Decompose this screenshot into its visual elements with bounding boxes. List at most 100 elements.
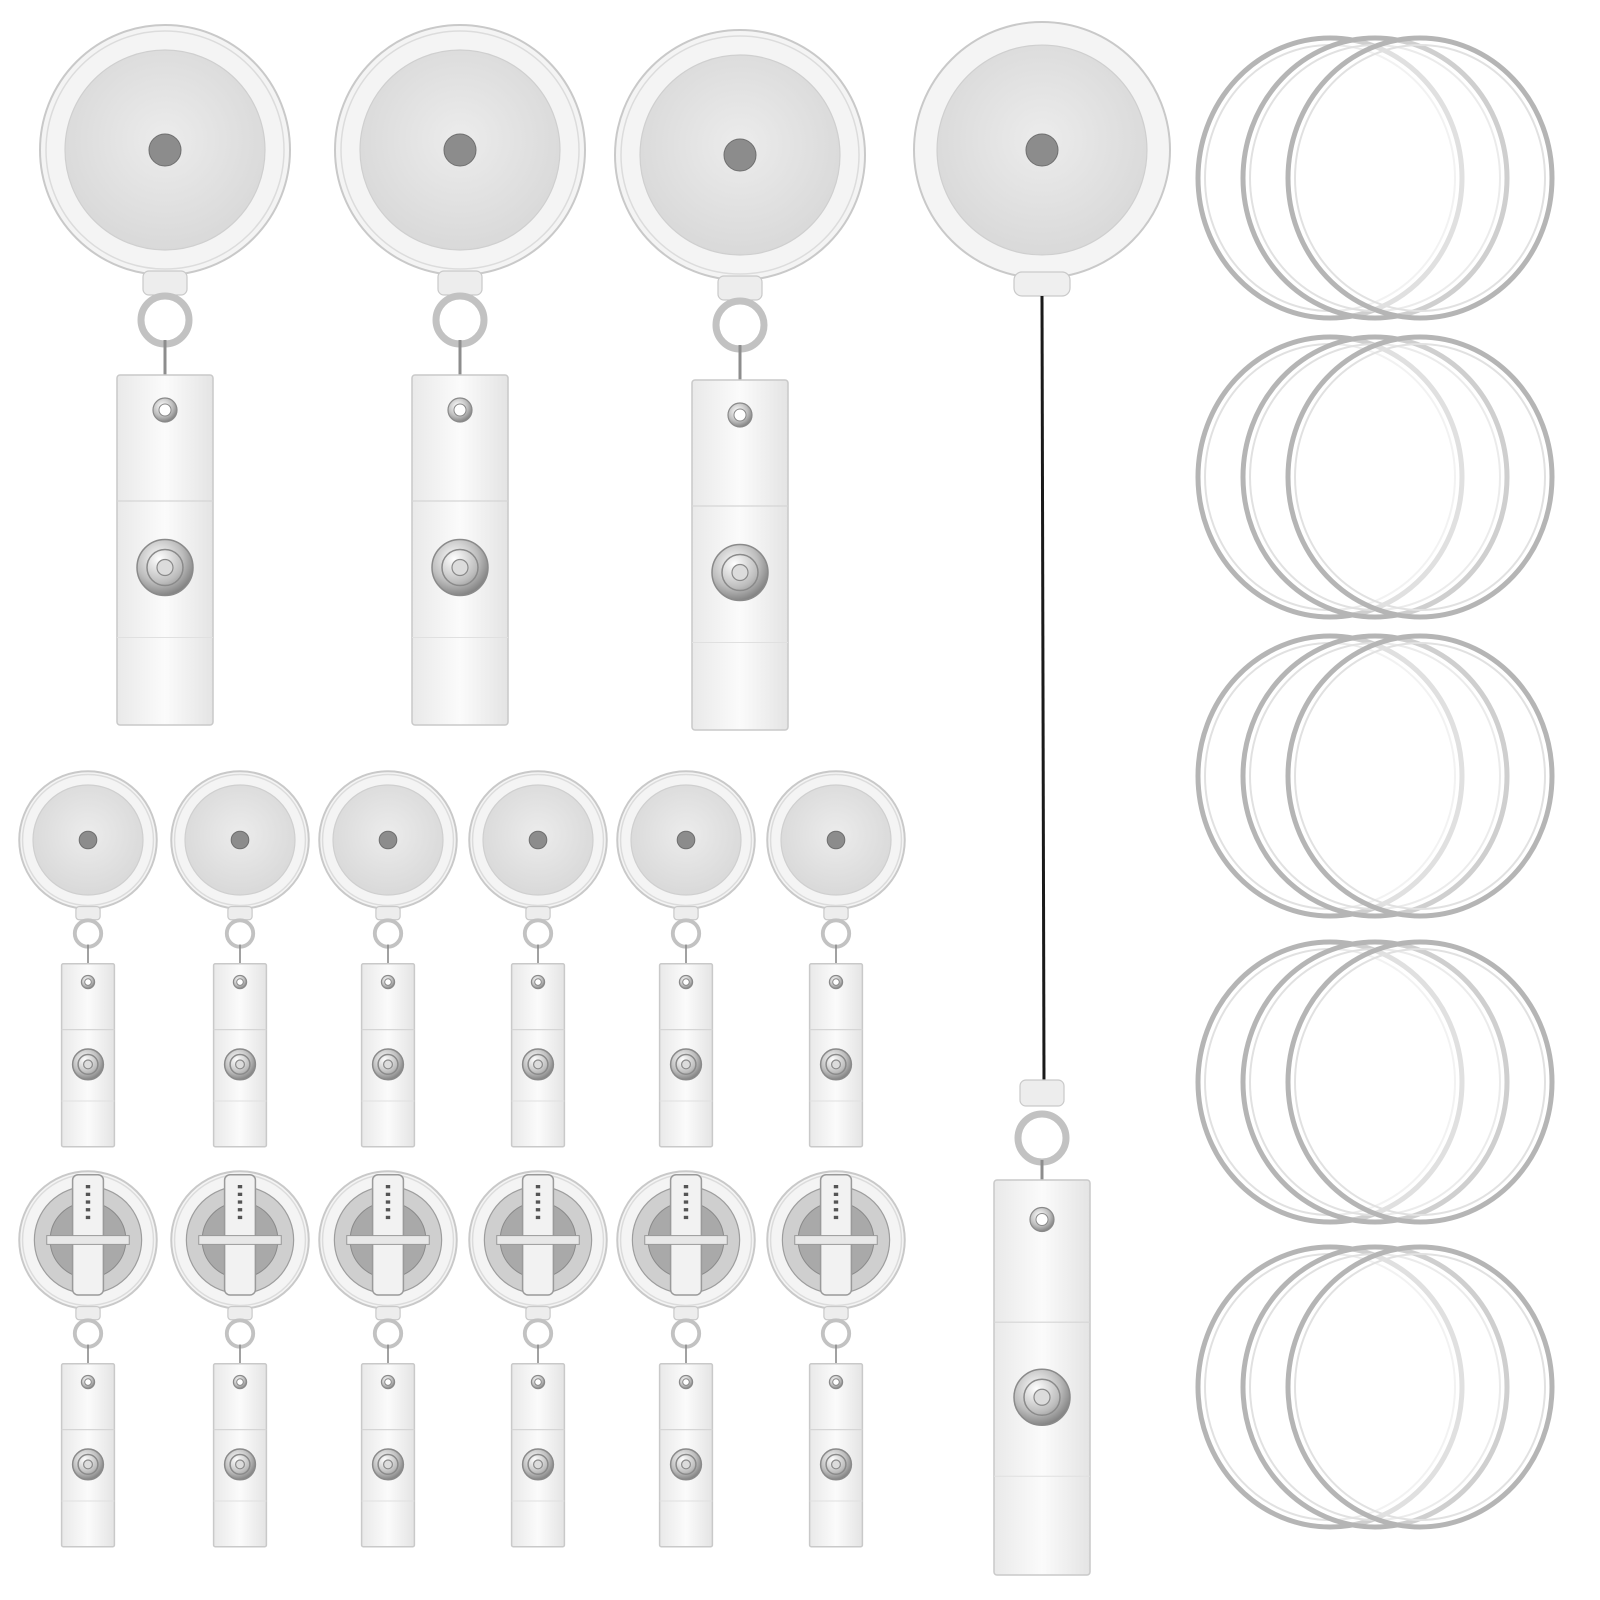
acrylic-disc bbox=[1195, 633, 1465, 919]
reel-center-pin bbox=[148, 133, 182, 167]
clip-strap bbox=[691, 379, 789, 731]
reel-center-pin bbox=[378, 830, 398, 850]
clip-strap bbox=[808, 1363, 864, 1548]
small-badge-reel-front bbox=[468, 770, 608, 1148]
reel-center-pin bbox=[826, 830, 846, 850]
clip-strap bbox=[411, 374, 509, 726]
acrylic-disc-stack bbox=[1195, 633, 1555, 919]
small-badge-reel-back bbox=[170, 1170, 310, 1548]
large-badge-reel bbox=[334, 24, 586, 726]
acrylic-disc-stack bbox=[1195, 334, 1555, 620]
clip-strap bbox=[212, 963, 268, 1148]
reel-center-pin bbox=[676, 830, 696, 850]
acrylic-disc bbox=[1285, 1244, 1555, 1530]
swivel bbox=[823, 905, 849, 921]
small-badge-reel-back bbox=[468, 1170, 608, 1548]
swivel bbox=[227, 1305, 253, 1321]
clip-strap bbox=[116, 374, 214, 726]
acrylic-disc bbox=[1285, 939, 1555, 1225]
swivel-ring bbox=[670, 1318, 702, 1349]
acrylic-disc-stack bbox=[1195, 1244, 1555, 1530]
reel-center-pin bbox=[78, 830, 98, 850]
small-badge-reel-front bbox=[18, 770, 158, 1148]
cord-exit bbox=[1013, 271, 1071, 297]
swivel-ring bbox=[72, 918, 104, 949]
belt-clip bbox=[521, 1173, 555, 1296]
large-badge-reel bbox=[39, 24, 291, 726]
acrylic-disc bbox=[1285, 633, 1555, 919]
belt-clip bbox=[819, 1173, 853, 1296]
large-badge-reel bbox=[614, 29, 866, 731]
clip-strap bbox=[360, 1363, 416, 1548]
swivel bbox=[75, 1305, 101, 1321]
small-badge-reel-back bbox=[318, 1170, 458, 1548]
clip-strap bbox=[510, 1363, 566, 1548]
belt-clip bbox=[669, 1173, 703, 1296]
clip-strap bbox=[808, 963, 864, 1148]
reel-center-pin bbox=[723, 138, 757, 172]
swivel bbox=[673, 1305, 699, 1321]
acrylic-disc bbox=[1195, 1244, 1465, 1530]
small-badge-reel-back bbox=[18, 1170, 158, 1548]
swivel-ring bbox=[522, 1318, 554, 1349]
clip-strap bbox=[658, 963, 714, 1148]
small-badge-reel-front bbox=[318, 770, 458, 1148]
acrylic-disc bbox=[1240, 334, 1510, 620]
clip-strap bbox=[993, 1179, 1091, 1576]
swivel-ring bbox=[372, 918, 404, 949]
swivel bbox=[375, 905, 401, 921]
belt-clip bbox=[371, 1173, 405, 1296]
swivel-ring bbox=[670, 918, 702, 949]
swivel bbox=[673, 905, 699, 921]
acrylic-disc bbox=[1240, 633, 1510, 919]
acrylic-disc bbox=[1195, 35, 1465, 321]
acrylic-disc bbox=[1240, 939, 1510, 1225]
swivel bbox=[437, 270, 483, 296]
acrylic-disc bbox=[1240, 1244, 1510, 1530]
extended-cord-badge-reel bbox=[913, 21, 1171, 1576]
swivel-ring bbox=[224, 1318, 256, 1349]
belt-clip bbox=[223, 1173, 257, 1296]
swivel bbox=[1019, 1079, 1065, 1107]
swivel-ring bbox=[137, 292, 193, 348]
swivel bbox=[717, 275, 763, 301]
swivel bbox=[75, 905, 101, 921]
clip-strap bbox=[360, 963, 416, 1148]
swivel bbox=[375, 1305, 401, 1321]
acrylic-disc bbox=[1195, 939, 1465, 1225]
swivel bbox=[142, 270, 188, 296]
swivel-ring bbox=[820, 1318, 852, 1349]
acrylic-disc bbox=[1240, 35, 1510, 321]
swivel-ring bbox=[522, 918, 554, 949]
clip-strap bbox=[60, 1363, 116, 1548]
swivel-ring bbox=[372, 1318, 404, 1349]
reel-center-pin bbox=[230, 830, 250, 850]
swivel bbox=[227, 905, 253, 921]
reel-center-pin bbox=[443, 133, 477, 167]
small-badge-reel-back bbox=[766, 1170, 906, 1548]
reel-center-pin bbox=[528, 830, 548, 850]
small-badge-reel-front bbox=[616, 770, 756, 1148]
acrylic-disc-stack bbox=[1195, 35, 1555, 321]
acrylic-discs-group bbox=[1195, 35, 1555, 1530]
swivel bbox=[525, 1305, 551, 1321]
swivel-ring bbox=[432, 292, 488, 348]
acrylic-disc bbox=[1285, 35, 1555, 321]
swivel-ring bbox=[1014, 1110, 1070, 1166]
clip-strap bbox=[212, 1363, 268, 1548]
badge-reels-group bbox=[18, 21, 1171, 1576]
acrylic-disc bbox=[1285, 334, 1555, 620]
retractable-cord bbox=[1040, 295, 1046, 1086]
swivel bbox=[525, 905, 551, 921]
clip-strap bbox=[60, 963, 116, 1148]
swivel-ring bbox=[712, 297, 768, 353]
swivel bbox=[823, 1305, 849, 1321]
swivel-ring bbox=[224, 918, 256, 949]
small-badge-reel-front bbox=[766, 770, 906, 1148]
swivel-ring bbox=[72, 1318, 104, 1349]
acrylic-disc bbox=[1195, 334, 1465, 620]
acrylic-disc-stack bbox=[1195, 939, 1555, 1225]
belt-clip bbox=[71, 1173, 105, 1296]
clip-strap bbox=[510, 963, 566, 1148]
